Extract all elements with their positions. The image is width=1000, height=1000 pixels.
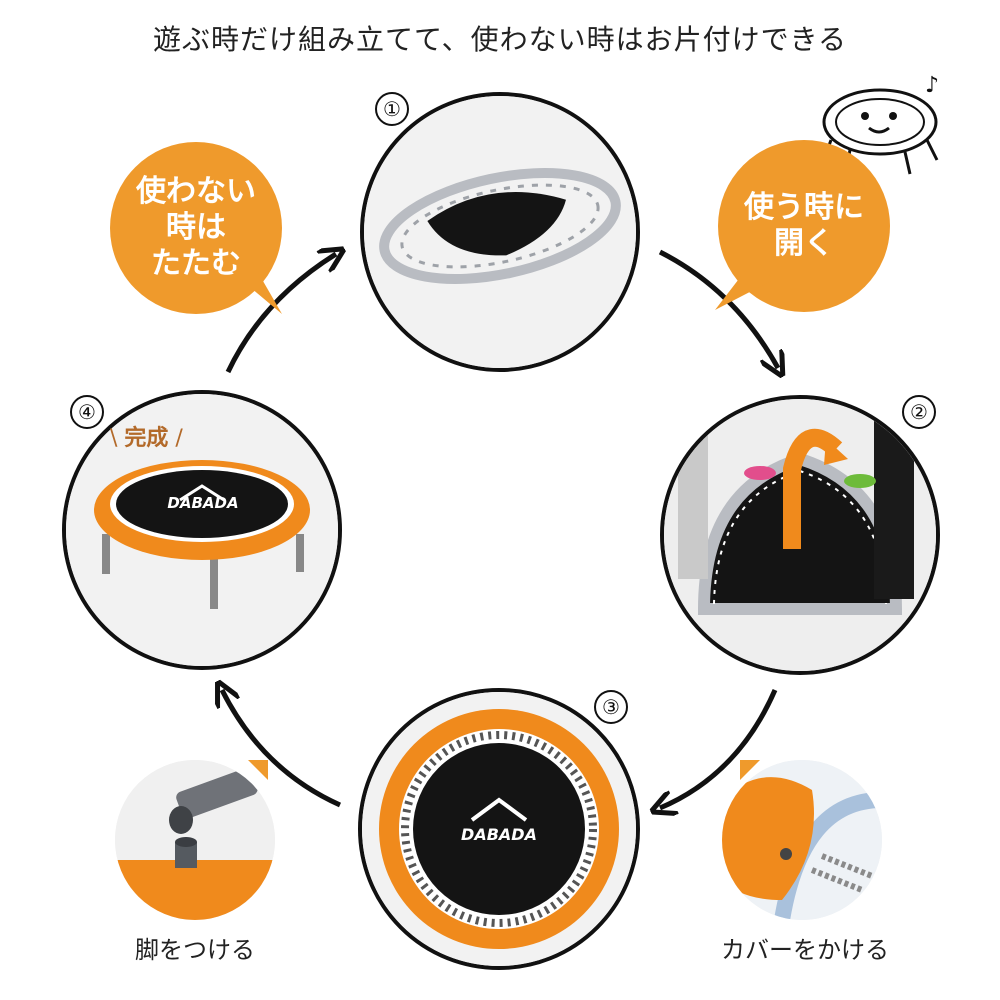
complete-slash-left: \	[110, 426, 125, 451]
step-4-brand-label: DABADA	[167, 494, 239, 512]
caption-attach-legs: 脚をつける	[135, 936, 255, 964]
bubble-fold-tail	[232, 262, 282, 314]
bubble-open-tail	[715, 258, 773, 310]
step-2-opening-photo	[660, 395, 940, 675]
legs-detail-photo	[115, 760, 275, 920]
complete-slash-right: /	[168, 426, 183, 451]
cover-detail-pointer	[740, 760, 760, 780]
step-4-number: ④	[70, 395, 104, 429]
step-3-cover-photo	[358, 688, 640, 970]
bubble-fold-line-2: 時は	[166, 210, 226, 245]
step-3-number: ③	[594, 690, 628, 724]
bubble-open-line-1: 使う時に	[744, 190, 864, 225]
bubble-fold-when-unused: 使わない 時は たたむ	[110, 142, 282, 314]
legs-detail-pointer	[248, 760, 268, 780]
bubble-fold-line-3: たたむ	[151, 246, 241, 281]
bubble-fold-line-1: 使わない	[136, 174, 256, 209]
step-1-folded-photo	[360, 92, 640, 372]
complete-text: 完成	[124, 426, 169, 451]
step-1-number: ①	[375, 92, 409, 126]
cover-detail-photo	[722, 760, 882, 920]
step-2-number: ②	[902, 395, 936, 429]
step-4-complete-photo	[62, 390, 342, 670]
bubble-open-line-2: 開く	[774, 226, 834, 261]
step-3-brand-label: DABADA	[461, 825, 537, 844]
complete-label: \ 完成 /	[110, 420, 183, 452]
svg-text:♪: ♪	[925, 73, 939, 98]
page-title: 遊ぶ時だけ組み立てて、使わない時はお片付けできる	[152, 23, 848, 56]
caption-attach-cover: カバーをかける	[721, 936, 889, 964]
